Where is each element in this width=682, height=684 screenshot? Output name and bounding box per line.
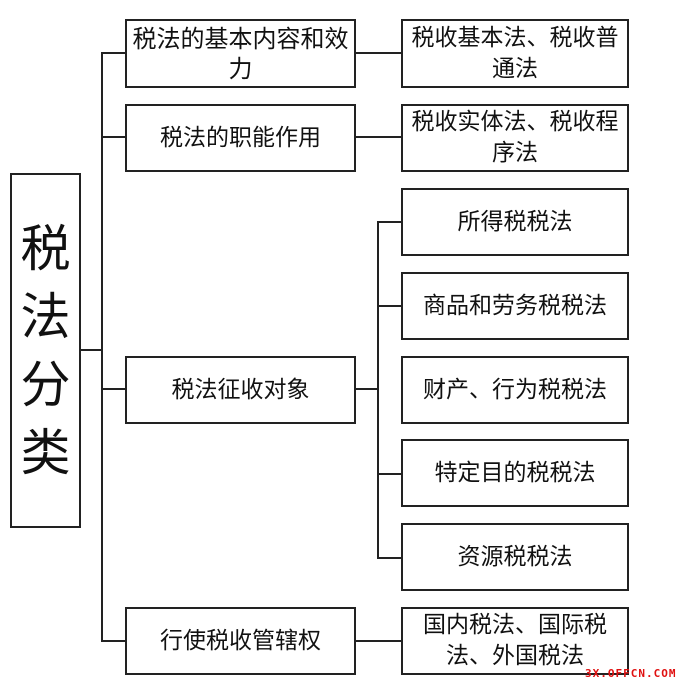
leaf-node: 资源税税法	[401, 523, 629, 591]
leaf-node: 税收基本法、税收普通法	[401, 19, 629, 88]
connector	[377, 305, 401, 307]
connector	[355, 388, 379, 390]
node-label: 财产、行为税税法	[423, 376, 607, 403]
connector	[377, 221, 401, 223]
leaf-node: 商品和劳务税税法	[401, 272, 629, 340]
node-tax-object: 税法征收对象	[125, 356, 356, 424]
node-label: 税法征收对象	[171, 376, 310, 403]
connector	[101, 388, 125, 390]
watermark: 3X.OFFCN.COM	[585, 667, 677, 680]
connector	[101, 136, 125, 138]
root-node: 税法分类	[10, 173, 81, 528]
leaf-node: 税收实体法、税收程序法	[401, 104, 629, 172]
trunk-line	[101, 52, 103, 642]
connector	[355, 136, 401, 138]
node-label: 商品和劳务税税法	[423, 292, 607, 319]
node-label: 所得税税法	[457, 208, 573, 235]
connector	[377, 473, 401, 475]
root-label: 税法分类	[20, 219, 71, 482]
node-jurisdiction: 行使税收管辖权	[125, 607, 356, 675]
connector	[80, 349, 103, 351]
leaf-node: 特定目的税税法	[401, 439, 629, 507]
node-label: 税法的基本内容和效力	[132, 24, 349, 83]
node-function: 税法的职能作用	[125, 104, 356, 172]
leaf-node: 国内税法、国际税法、外国税法	[401, 607, 629, 675]
node-basic-content: 税法的基本内容和效力	[125, 19, 356, 88]
branch-line	[377, 221, 379, 558]
node-label: 税收实体法、税收程序法	[411, 109, 619, 166]
leaf-node: 所得税税法	[401, 188, 629, 256]
leaf-node: 财产、行为税税法	[401, 356, 629, 424]
node-label: 特定目的税税法	[434, 459, 596, 486]
node-label: 国内税法、国际税法、外国税法	[423, 612, 607, 669]
connector	[355, 640, 401, 642]
node-label: 税法的职能作用	[160, 124, 321, 151]
connector	[377, 557, 401, 559]
node-label: 行使税收管辖权	[160, 627, 321, 654]
node-label: 资源税税法	[457, 543, 573, 570]
node-label: 税收基本法、税收普通法	[411, 24, 619, 82]
connector	[101, 52, 125, 54]
connector	[355, 52, 401, 54]
connector	[101, 640, 125, 642]
